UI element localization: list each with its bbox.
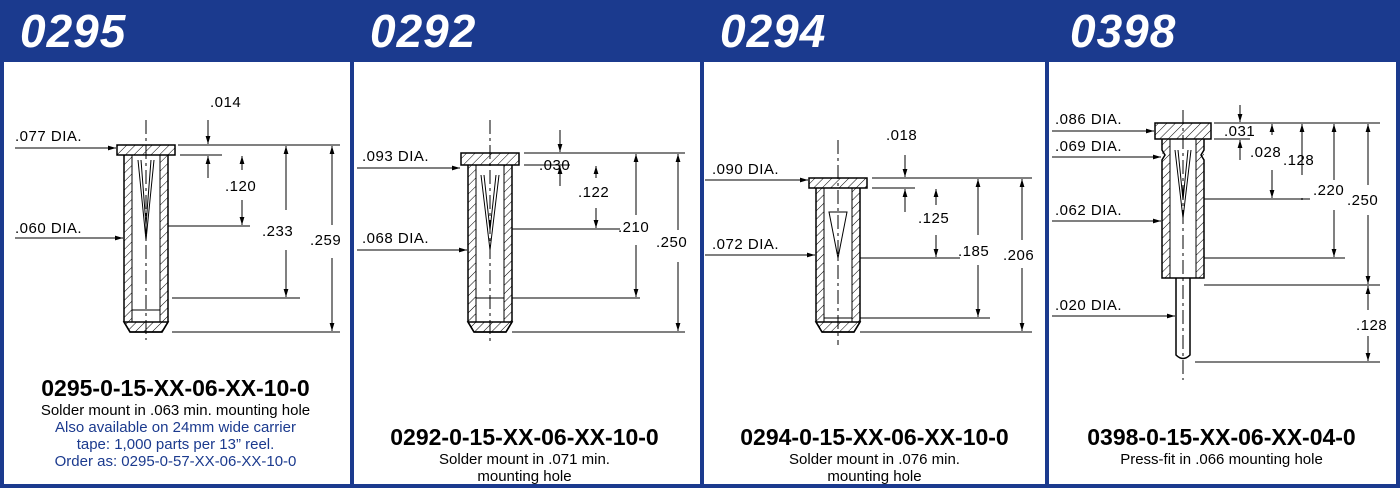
dim-label: .128 bbox=[1356, 317, 1387, 334]
body-dia-label: .060 DIA. bbox=[15, 220, 82, 237]
dim-label: .210 bbox=[618, 219, 649, 236]
panel-divider-1 bbox=[350, 62, 700, 488]
head-dia-label: .090 DIA. bbox=[712, 161, 779, 178]
carrier-note-line: Order as: 0295-0-57-XX-06-XX-10-0 bbox=[54, 453, 297, 470]
drawing-0398 bbox=[1052, 105, 1380, 380]
dim-label: .122 bbox=[578, 184, 609, 201]
drawing-0294 bbox=[705, 140, 1032, 345]
carrier-note-line: tape: 1,000 parts per 13” reel. bbox=[76, 436, 275, 453]
head-dia-label: .093 DIA. bbox=[362, 148, 429, 165]
title-0295: 0295 bbox=[20, 5, 127, 57]
dim-label: .206 bbox=[1003, 247, 1034, 264]
dim-label: .185 bbox=[958, 243, 989, 260]
dim-label: .031 bbox=[1224, 123, 1255, 140]
caption-0295: 0295-0-15-XX-06-XX-10-0 Solder mount in … bbox=[3, 375, 348, 470]
dims-0398: .086 DIA. .069 DIA. .062 DIA. .020 DIA. … bbox=[1055, 111, 1387, 334]
title-0398: 0398 bbox=[1070, 5, 1177, 57]
part-number: 0295-0-15-XX-06-XX-10-0 bbox=[41, 375, 310, 401]
part-number: 0292-0-15-XX-06-XX-10-0 bbox=[390, 424, 659, 450]
dim-label: .030 bbox=[539, 157, 570, 174]
caption-0292: 0292-0-15-XX-06-XX-10-0 Solder mount in … bbox=[352, 424, 697, 485]
part-number: 0294-0-15-XX-06-XX-10-0 bbox=[740, 424, 1009, 450]
mount-description: Solder mount in .063 min. mounting hole bbox=[40, 402, 311, 419]
dims-0294: .090 DIA. .072 DIA. .018 .125 .185 .206 bbox=[712, 127, 1034, 264]
caption-0398: 0398-0-15-XX-06-XX-04-0 Press-fit in .06… bbox=[1049, 424, 1394, 468]
dim-label: .018 bbox=[886, 127, 917, 144]
dim-label: .028 bbox=[1250, 144, 1281, 161]
head-dia-label: .086 DIA. bbox=[1055, 111, 1122, 128]
title-0294: 0294 bbox=[720, 5, 827, 57]
mount-description-line: Solder mount in .076 min. bbox=[789, 451, 960, 468]
body-dia-label: .072 DIA. bbox=[712, 236, 779, 253]
panel-divider-3 bbox=[1045, 62, 1395, 488]
dim-label: .233 bbox=[262, 223, 293, 240]
pin-dia-label: .020 DIA. bbox=[1055, 297, 1122, 314]
body-dia-label: .068 DIA. bbox=[362, 230, 429, 247]
header-bar: 0295 0292 0294 0398 bbox=[0, 0, 1400, 62]
dim-label: .128 bbox=[1283, 152, 1314, 169]
panel-divider-2 bbox=[700, 62, 1050, 488]
mount-description-line: mounting hole bbox=[827, 468, 922, 485]
dim-label: .125 bbox=[918, 210, 949, 227]
body-dia-label: .062 DIA. bbox=[1055, 202, 1122, 219]
collar-dia-label: .069 DIA. bbox=[1055, 138, 1122, 155]
carrier-note-line: Also available on 24mm wide carrier bbox=[55, 419, 296, 436]
caption-0294: 0294-0-15-XX-06-XX-10-0 Solder mount in … bbox=[702, 424, 1047, 485]
dim-label: .250 bbox=[1347, 192, 1378, 209]
mount-description-line: mounting hole bbox=[477, 468, 572, 485]
title-0292: 0292 bbox=[370, 5, 477, 57]
mount-description-line: Solder mount in .071 min. bbox=[439, 451, 610, 468]
head-dia-label: .077 DIA. bbox=[15, 128, 82, 145]
dim-label: .259 bbox=[310, 232, 341, 249]
dims-0295: .077 DIA. .060 DIA. .014 .120 .233 .259 bbox=[15, 94, 341, 249]
dim-label: .120 bbox=[225, 178, 256, 195]
dim-label: .014 bbox=[210, 94, 241, 111]
dims-0292: .093 DIA. .068 DIA. .030 .122 .210 .250 bbox=[362, 148, 687, 251]
drawing-0292 bbox=[357, 120, 685, 345]
part-number: 0398-0-15-XX-06-XX-04-0 bbox=[1087, 424, 1356, 450]
drawing-0295 bbox=[15, 120, 340, 340]
mount-description: Press-fit in .066 mounting hole bbox=[1120, 451, 1323, 468]
dim-label: .250 bbox=[656, 234, 687, 251]
dim-label: .220 bbox=[1313, 182, 1344, 199]
